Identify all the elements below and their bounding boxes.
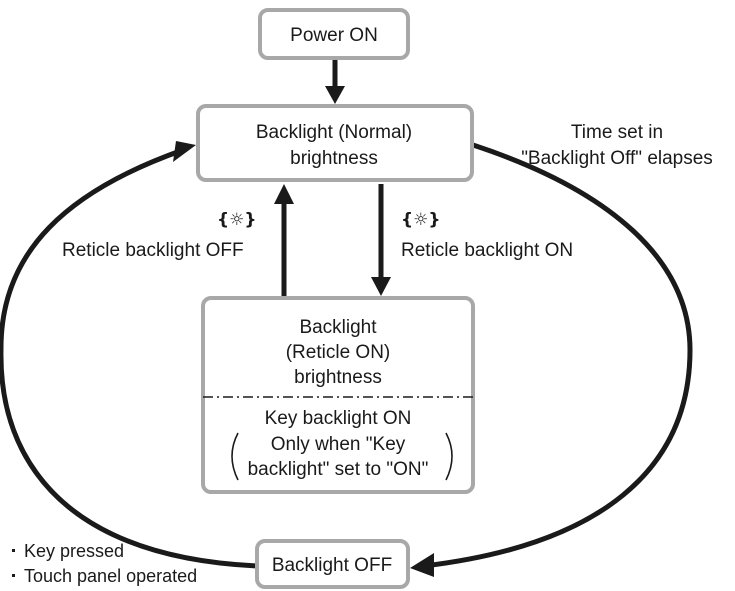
reticle-on-symbol: {☼} <box>401 210 440 230</box>
reticle-off-symbol: {☼} <box>217 210 256 230</box>
wake-arc <box>0 147 259 569</box>
reticle-on-box <box>201 296 475 494</box>
power-to-normal-arrowhead <box>325 86 345 104</box>
reticle-on-label: Reticle backlight ON <box>401 240 573 261</box>
left-parenthesis <box>231 432 239 481</box>
timeout-label-line1: Time set in <box>571 122 663 143</box>
backlight-off-label: Backlight OFF <box>272 555 392 576</box>
backlight-off-box <box>255 539 410 589</box>
power-on-box <box>258 8 410 60</box>
wake-arrowhead <box>173 141 196 162</box>
timeout-arc <box>423 142 693 569</box>
timeout-label-line2: "Backlight Off" elapses <box>521 148 713 169</box>
wake-item-1: Key pressed <box>24 541 124 561</box>
wake-item-2: Touch panel operated <box>24 566 197 586</box>
reticle-on-arrowhead <box>371 277 391 296</box>
reticle-on-line3: brightness <box>294 367 382 388</box>
reticle-off-label: Reticle backlight OFF <box>62 240 244 261</box>
key-backlight-line1: Key backlight ON <box>265 408 412 429</box>
power-on-label: Power ON <box>290 25 378 46</box>
reticle-off-arrowhead <box>274 184 294 204</box>
key-backlight-line2: Only when "Key <box>271 434 406 455</box>
key-backlight-line3: backlight" set to "ON" <box>248 459 429 480</box>
normal-brightness-line1: Backlight (Normal) <box>256 122 412 143</box>
wake-bullet-2 <box>12 574 15 577</box>
wake-bullet-1 <box>12 549 15 552</box>
normal-brightness-line2: brightness <box>290 148 378 169</box>
right-parenthesis <box>445 432 453 481</box>
normal-brightness-box <box>196 104 474 182</box>
timeout-arrowhead <box>410 553 434 577</box>
reticle-on-line1: Backlight <box>299 317 377 338</box>
reticle-on-line2: (Reticle ON) <box>286 342 391 363</box>
